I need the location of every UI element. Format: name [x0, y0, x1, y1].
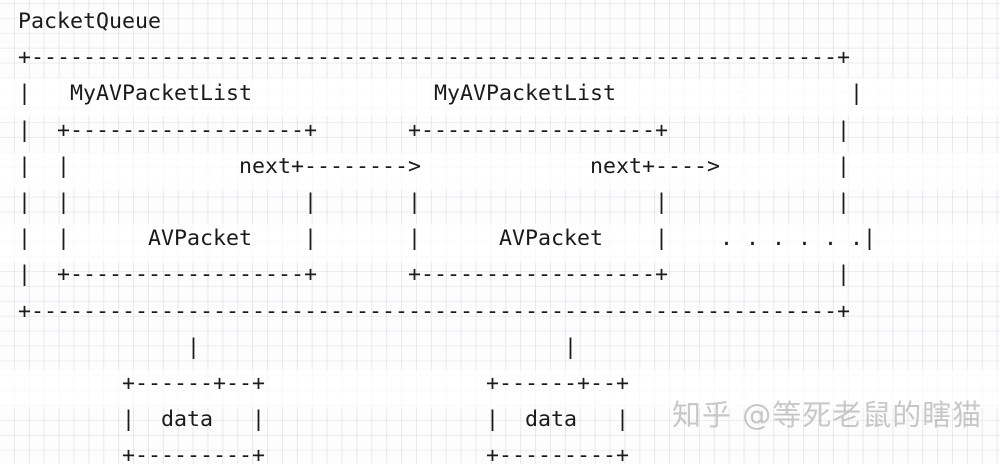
diagram-line-title: PacketQueue: [18, 9, 162, 34]
diagram-line-avpacket: | | AVPacket | | AVPacket | . . . . . .|: [18, 226, 877, 252]
diagram-line-next-pointer: | | next+--------> next+----> |: [18, 153, 851, 179]
diagram-line-outer-bottom: +---------------------------------------…: [18, 298, 851, 324]
diagram-line-data-label: | data | | data |: [18, 407, 864, 433]
diagram-line-node-spacer: | | | | | |: [18, 189, 851, 215]
diagram-line-node-box-top: | +------------------+ +----------------…: [18, 117, 851, 143]
diagram-line-node-box-bot: | +------------------+ +----------------…: [18, 262, 851, 288]
diagram-line-node-labels: | MyAVPacketList MyAVPacketList |: [18, 81, 864, 107]
diagram-line-data-box-bot: +---------+ +---------+: [18, 443, 864, 464]
diagram-line-connectors: | |: [18, 334, 851, 360]
ascii-art-diagram: PacketQueue +----------------------------…: [18, 9, 877, 464]
diagram-line-outer-top: +---------------------------------------…: [18, 45, 851, 71]
diagram-line-data-box-top: +------+--+ +------+--+: [18, 370, 864, 396]
